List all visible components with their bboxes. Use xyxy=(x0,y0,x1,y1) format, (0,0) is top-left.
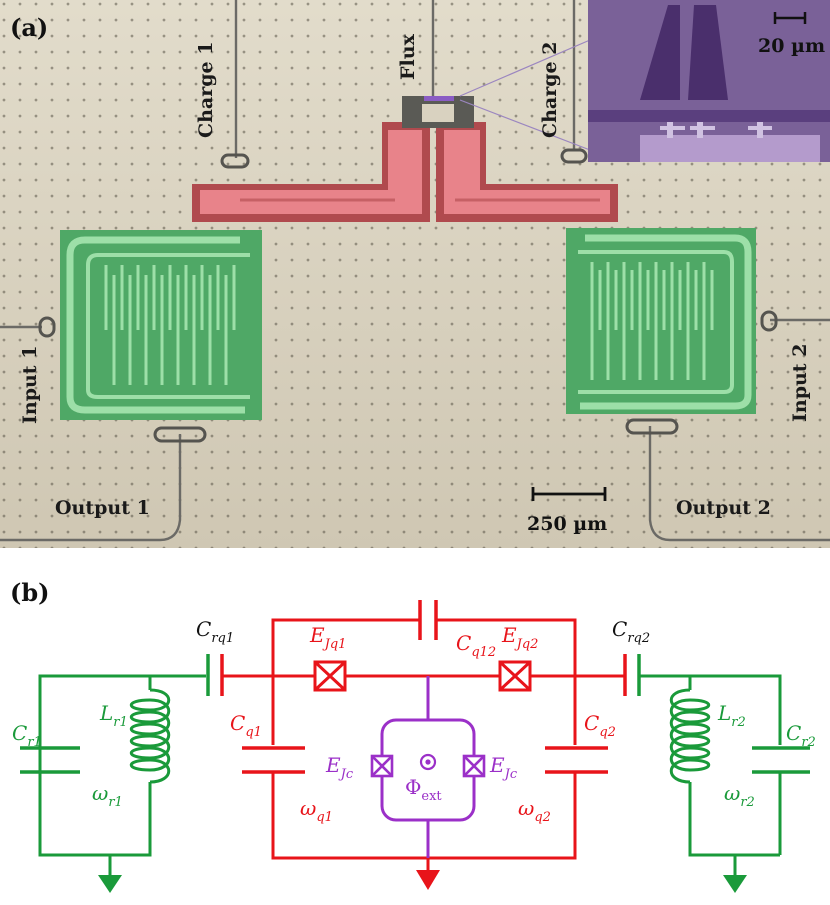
charge1-pad xyxy=(220,153,250,169)
label-crq1: Crq1 xyxy=(196,617,234,646)
qubit-circuit xyxy=(222,600,625,870)
label-ejc-left: EJc xyxy=(325,753,354,782)
label-input-1: Input 1 xyxy=(19,346,41,424)
panel-a: 20 µm 250 µm (a) Charge 1 Flux Charge 2 … xyxy=(0,0,830,548)
label-charge-2: Charge 2 xyxy=(539,42,561,138)
ground-center xyxy=(416,870,440,890)
panel-b-label: (b) xyxy=(10,578,50,607)
label-ejq2: EJq2 xyxy=(501,623,538,652)
junction-ejq2 xyxy=(498,660,532,692)
inset-scale-label: 20 µm xyxy=(758,35,825,57)
label-input-2: Input 2 xyxy=(789,344,811,422)
circuit-labels: Crq1 Crq2 Cq12 EJq1 EJq2 Lr1 Lr2 Cr1 Cr2… xyxy=(12,617,816,825)
label-wr1: ωr1 xyxy=(92,781,123,810)
label-ejc-right: EJc xyxy=(489,753,518,782)
label-ejq1: EJq1 xyxy=(309,623,346,652)
charge2-pad xyxy=(560,148,588,164)
coupler-circuit xyxy=(380,676,476,858)
label-cr1: Cr1 xyxy=(12,721,42,750)
inductor-lr2 xyxy=(669,688,711,784)
main-scale-bar xyxy=(531,487,607,501)
output2-line xyxy=(648,426,830,542)
panel-b: (b) xyxy=(10,578,816,893)
label-lr1: Lr1 xyxy=(99,701,128,730)
resonator-2-circuit xyxy=(640,674,810,875)
junction-ejc-left xyxy=(370,754,394,778)
label-lr2: Lr2 xyxy=(717,701,746,730)
panel-a-label: (a) xyxy=(10,13,48,42)
label-phi-ext: Φext xyxy=(405,775,442,804)
label-output-1: Output 1 xyxy=(55,497,150,519)
label-cq2: Cq2 xyxy=(584,711,616,740)
label-wq2: ωq2 xyxy=(518,796,551,825)
label-crq2: Crq2 xyxy=(612,617,650,646)
bond-pads xyxy=(38,148,778,443)
output2-pad xyxy=(625,418,679,435)
output1-pad xyxy=(153,426,207,443)
resonator-1 xyxy=(60,230,262,420)
label-wq1: ωq1 xyxy=(300,796,333,825)
resonator-2-meander xyxy=(590,262,714,380)
label-output-2: Output 2 xyxy=(676,497,771,519)
label-charge-1: Charge 1 xyxy=(195,42,217,138)
main-scale-label: 250 µm xyxy=(527,513,607,535)
ground-right xyxy=(723,875,747,893)
inductor-lr1 xyxy=(129,688,171,784)
label-cq12: Cq12 xyxy=(456,631,496,660)
inset-scale-bar xyxy=(773,12,807,24)
resonator-1-circuit xyxy=(20,674,206,875)
resonator-2 xyxy=(566,228,756,414)
label-flux: Flux xyxy=(397,33,419,80)
output1-line xyxy=(0,434,182,542)
junction-ejq1 xyxy=(313,660,347,692)
coupler-squid xyxy=(402,39,591,151)
junction-ejc-right xyxy=(462,754,486,778)
flux-dot-icon xyxy=(419,753,437,771)
qubit-arms xyxy=(192,122,618,222)
input2-pad xyxy=(760,310,778,332)
inset-micrograph: 20 µm xyxy=(588,0,830,162)
input1-pad xyxy=(38,316,56,338)
resonator-1-meander xyxy=(104,265,236,385)
feed-lines xyxy=(0,0,830,542)
label-wr2: ωr2 xyxy=(724,781,755,810)
label-cr2: Cr2 xyxy=(786,721,816,750)
label-cq1: Cq1 xyxy=(230,711,262,740)
ground-left xyxy=(98,875,122,893)
